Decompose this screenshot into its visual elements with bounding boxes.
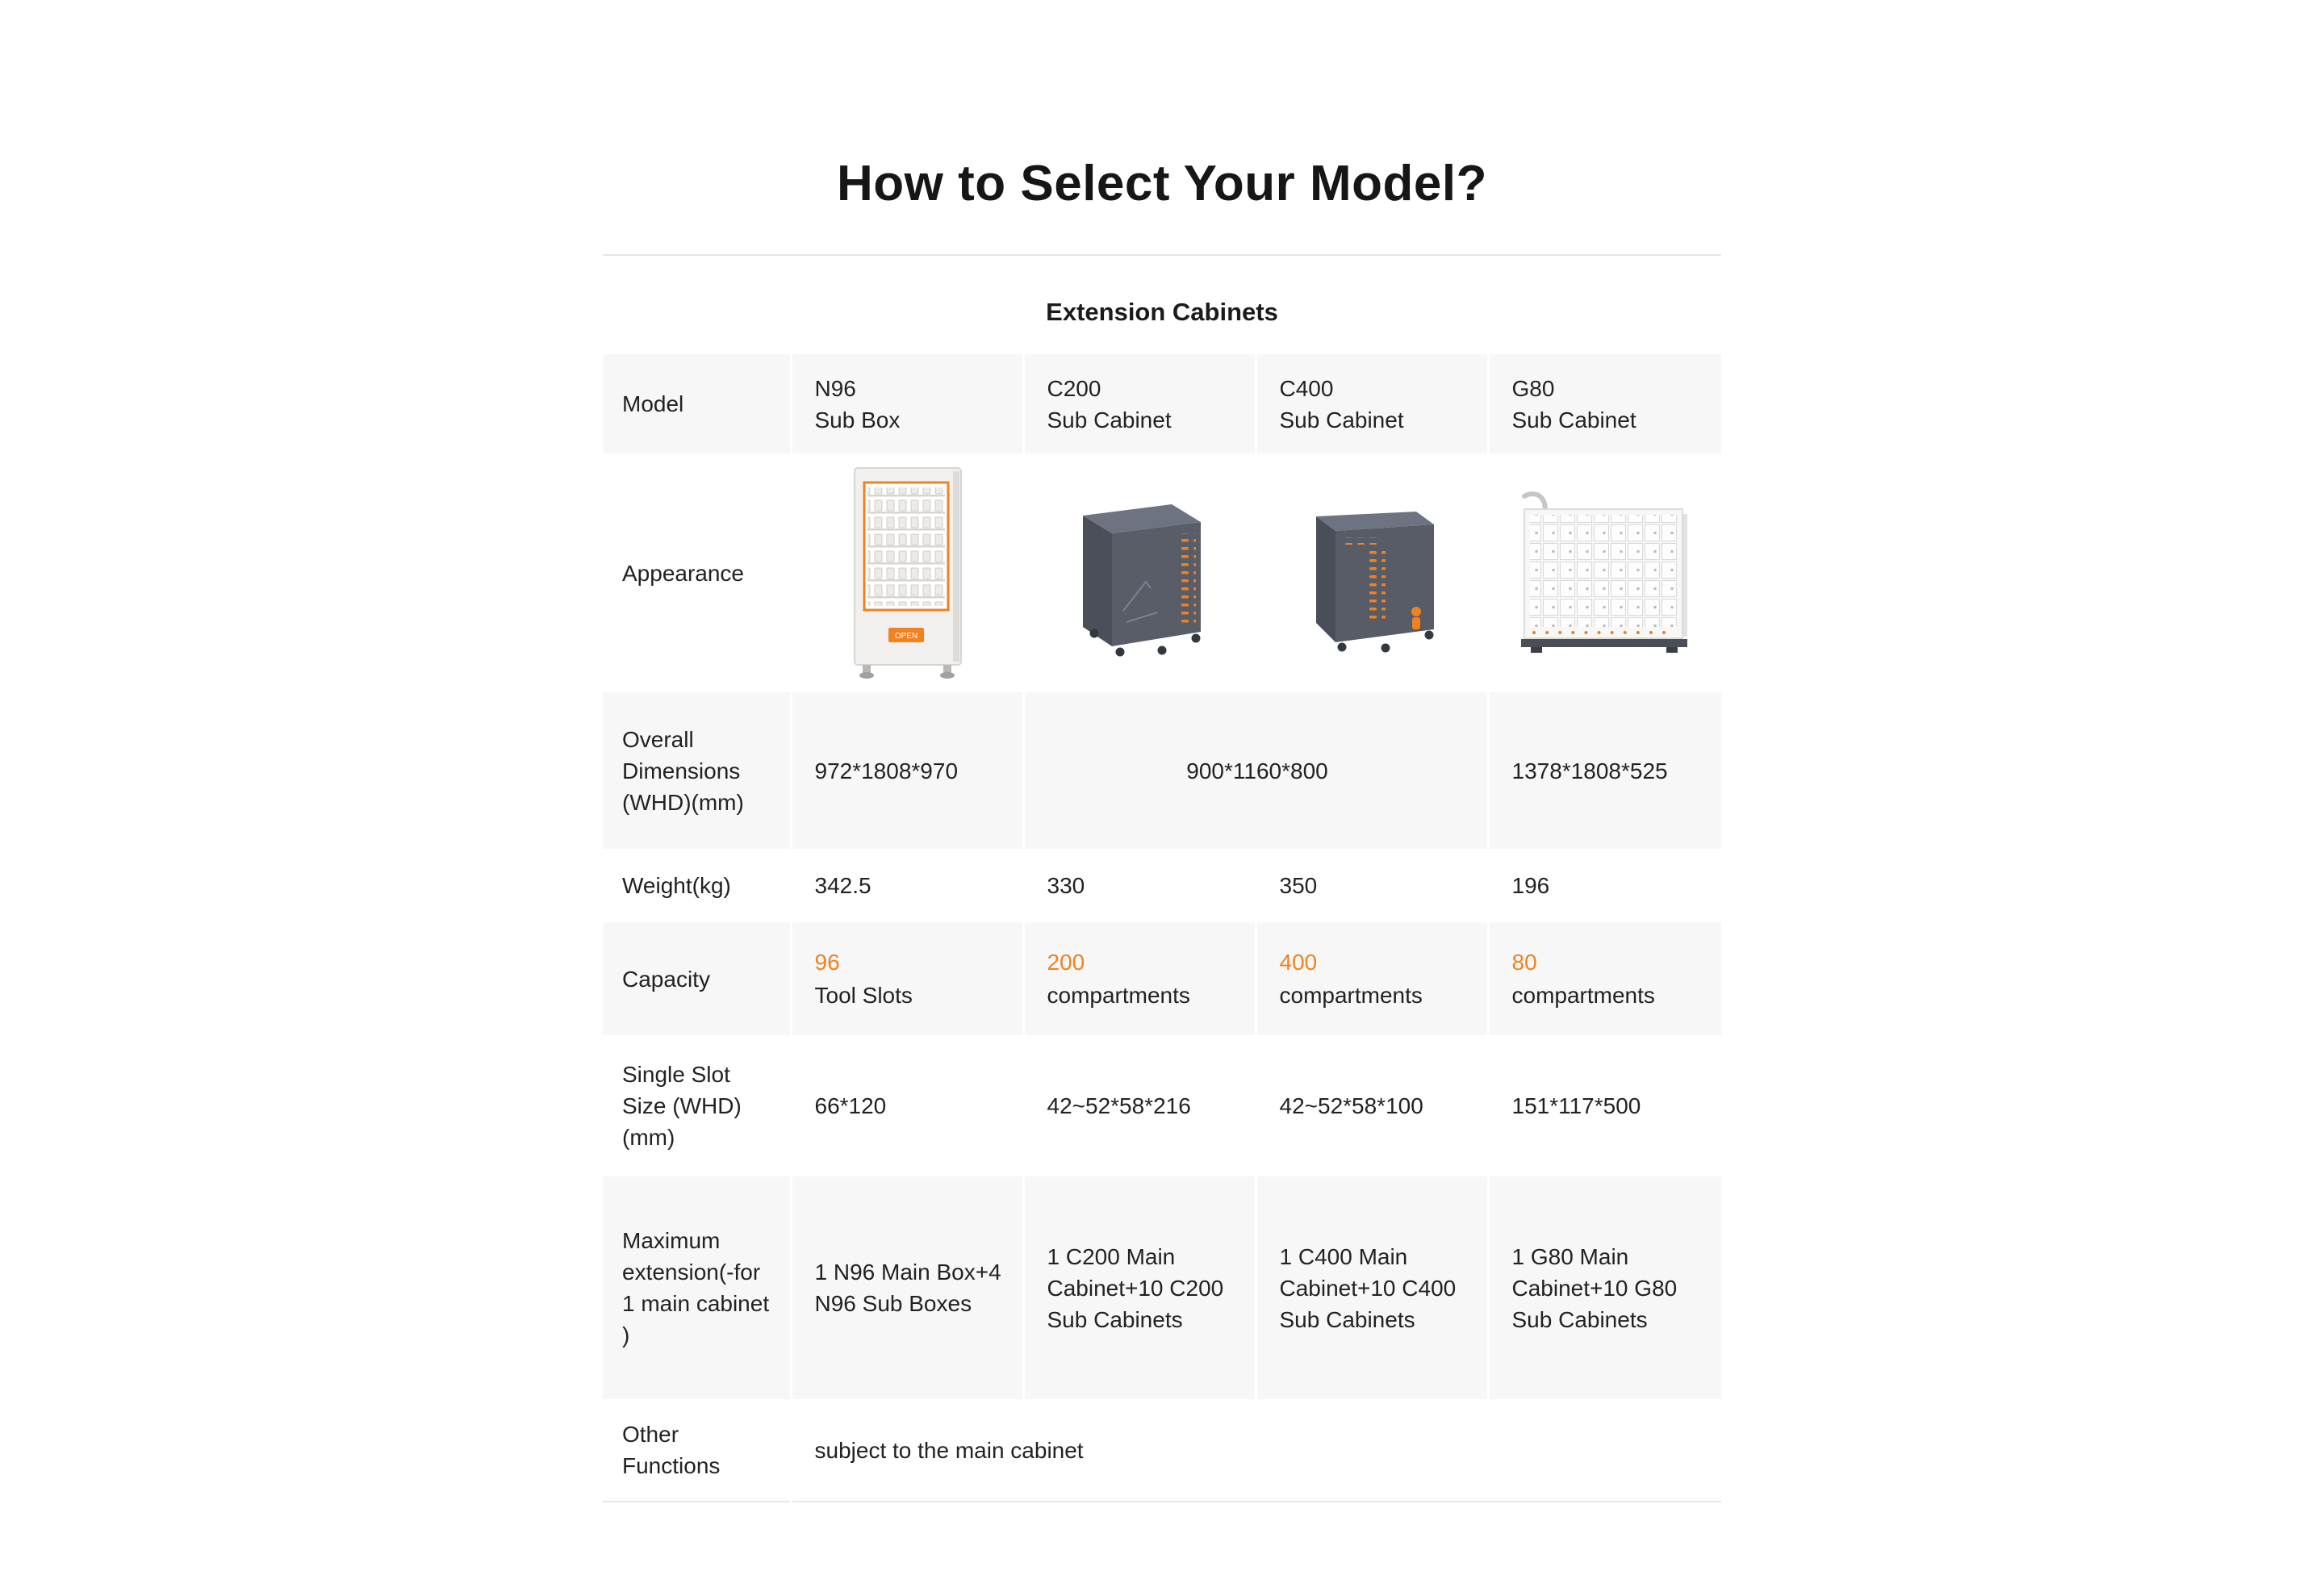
table-row-weight: Weight(kg) 342.5 330 350 196: [603, 849, 1721, 923]
model-type: Sub Cabinet: [1279, 407, 1404, 432]
title-divider: [603, 254, 1721, 257]
capacity-value: 96: [814, 950, 840, 976]
appearance-cell-g80: [1486, 453, 1721, 693]
model-type: Sub Cabinet: [1047, 407, 1172, 432]
weight-cell-c400: 350: [1254, 849, 1488, 923]
slot-size-cell-c200: 42~52*58*216: [1022, 1035, 1256, 1177]
g80-product-image: [1521, 491, 1688, 653]
capacity-value: 400: [1279, 950, 1318, 976]
capacity-cell-c400: 400 compartments: [1254, 922, 1488, 1036]
other-functions-cell: subject to the main cabinet: [789, 1399, 1721, 1503]
dimensions-cell-n96: 972*1808*970: [789, 692, 1023, 850]
capacity-unit: compartments: [1279, 983, 1423, 1009]
open-button-label: OPEN: [894, 632, 917, 641]
appearance-cell-c200: [1022, 453, 1256, 693]
model-selection-section: How to Select Your Model? Extension Cabi…: [603, 0, 1721, 1503]
model-name: N96: [814, 375, 856, 401]
table-row-model: Model N96 Sub Box C200 Sub Cabinet C400 …: [603, 354, 1721, 454]
model-name: C400: [1279, 375, 1334, 401]
row-label-model: Model: [603, 354, 791, 454]
max-extension-cell-n96: 1 N96 Main Box+4 N96 Sub Boxes: [789, 1176, 1023, 1400]
comparison-table: Model N96 Sub Box C200 Sub Cabinet C400 …: [603, 354, 1721, 1503]
model-cell-c200: C200 Sub Cabinet: [1022, 354, 1256, 454]
appearance-cell-n96: OPEN: [789, 453, 1023, 693]
capacity-cell-n96: 96 Tool Slots: [789, 922, 1023, 1036]
table-row-other-functions: Other Functions subject to the main cabi…: [603, 1399, 1721, 1503]
capacity-unit: compartments: [1047, 983, 1190, 1009]
model-name: C200: [1047, 375, 1101, 401]
capacity-cell-g80: 80 compartments: [1486, 922, 1721, 1036]
n96-product-image: OPEN: [853, 467, 962, 679]
weight-cell-g80: 196: [1486, 849, 1721, 923]
capacity-value: 200: [1047, 950, 1085, 976]
capacity-unit: Tool Slots: [814, 983, 913, 1009]
slot-size-cell-g80: 151*117*500: [1486, 1035, 1721, 1177]
page-title: How to Select Your Model?: [837, 156, 1487, 211]
max-extension-cell-c200: 1 C200 Main Cabinet+10 C200 Sub Cabinets: [1022, 1176, 1256, 1400]
model-cell-g80: G80 Sub Cabinet: [1486, 354, 1721, 454]
max-extension-cell-c400: 1 C400 Main Cabinet+10 C400 Sub Cabinets: [1254, 1176, 1488, 1400]
model-name: G80: [1511, 375, 1555, 401]
appearance-cell-c400: [1254, 453, 1488, 693]
row-label-weight: Weight(kg): [622, 873, 731, 899]
table-row-max-extension: Maximum extension(-for 1 main cabinet ) …: [603, 1176, 1721, 1400]
row-label-capacity: Capacity: [603, 922, 791, 1036]
capacity-value: 80: [1511, 950, 1537, 976]
row-label-max-extension: Maximum extension(-for 1 main cabinet ): [603, 1176, 791, 1400]
row-label-other-functions: Other Functions: [603, 1399, 791, 1503]
table-row-dimensions: Overall Dimensions (WHD)(mm) 972*1808*97…: [603, 692, 1721, 850]
table-row-capacity: Capacity 96 Tool Slots 200 compartments …: [603, 922, 1721, 1036]
c200-product-image: [1083, 504, 1201, 657]
row-label-slot-size: Single Slot Size (WHD)(mm): [622, 1062, 742, 1151]
slot-size-cell-c400: 42~52*58*100: [1254, 1035, 1488, 1177]
row-label-appearance: Appearance: [622, 560, 745, 586]
model-cell-c400: C400 Sub Cabinet: [1254, 354, 1488, 454]
slot-size-cell-n96: 66*120: [789, 1035, 1023, 1177]
model-type: Sub Cabinet: [1511, 407, 1636, 432]
weight-cell-n96: 342.5: [789, 849, 1023, 923]
row-label-dimensions: Overall Dimensions (WHD)(mm): [603, 692, 791, 850]
capacity-unit: compartments: [1511, 983, 1655, 1009]
weight-cell-c200: 330: [1022, 849, 1256, 923]
max-extension-cell-g80: 1 G80 Main Cabinet+10 G80 Sub Cabinets: [1486, 1176, 1721, 1400]
model-cell-n96: N96 Sub Box: [789, 354, 1023, 454]
dimensions-cell-g80: 1378*1808*525: [1486, 692, 1721, 850]
table-row-appearance: Appearance OPEN: [603, 453, 1721, 693]
capacity-cell-c200: 200 compartments: [1022, 922, 1256, 1036]
model-type: Sub Box: [814, 407, 901, 432]
section-title: Extension Cabinets: [1046, 298, 1278, 327]
dimensions-cell-c200-c400: 900*1160*800: [1022, 692, 1488, 850]
table-row-slot-size: Single Slot Size (WHD)(mm) 66*120 42~52*…: [603, 1035, 1721, 1177]
c400-product-image: [1316, 512, 1434, 653]
